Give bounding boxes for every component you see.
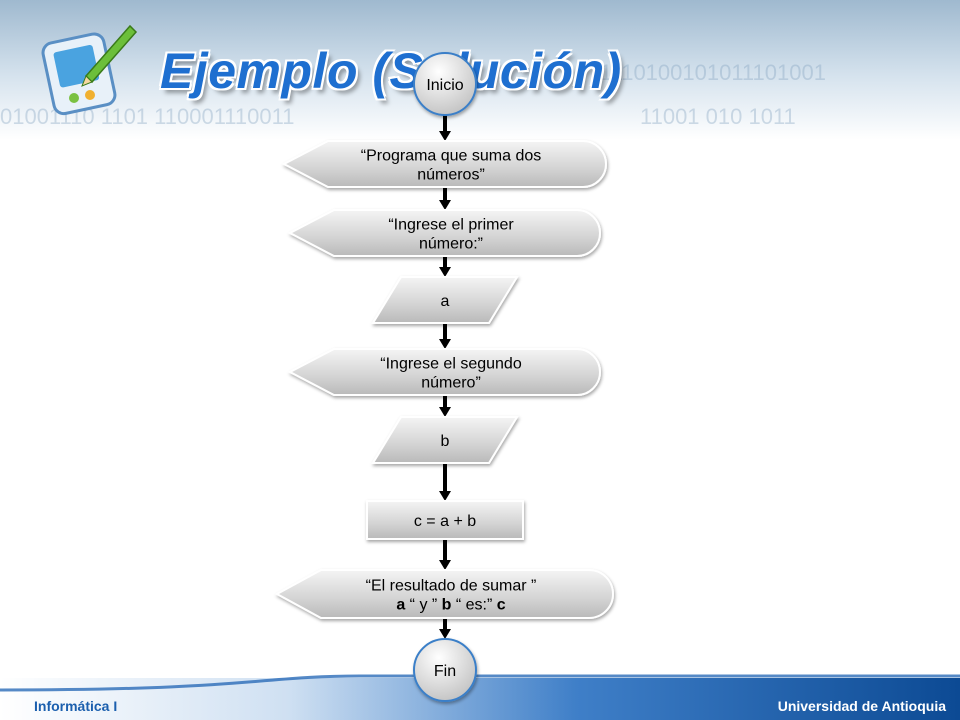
flow-arrow [439,256,451,277]
svg-text:01001110 1101 110001110011: 01001110 1101 110001110011 [0,104,294,129]
flow-node-input-a: a [371,276,519,324]
flow-arrow [439,115,451,141]
flow-shape-display [281,140,607,188]
flow-shape-parallelogram [371,416,519,464]
flow-node-text: c = a + b [414,513,476,530]
flow-arrow [439,539,451,570]
flow-arrow [439,323,451,349]
footer-swoosh [0,674,960,692]
flow-node-text: Inicio [426,77,463,94]
flow-shape-terminal [413,52,477,116]
svg-text:1110100101011101001: 1110100101011101001 [600,60,826,85]
flow-node-text: a “ y ” b “ es:” c [396,597,505,614]
flow-arrow [439,463,451,501]
flow-shape-terminal [413,638,477,702]
flow-shape-process [366,500,524,540]
flow-shape-display [274,569,614,619]
flow-node-display2: “Ingrese el primer número:” [287,209,601,257]
flow-shape-display [287,209,601,257]
flow-node-text: número:” [419,236,483,253]
flow-node-text: “Ingrese el segundo [380,356,522,373]
slide-title: Ejemplo (Solución) [160,43,622,99]
flow-node-text: b [441,433,450,450]
flow-arrow [439,187,451,210]
footer-band [0,678,960,720]
flow-node-display1: “Programa que suma dos números” [281,140,607,188]
flow-node-process: c = a + b [366,500,524,540]
header-band [0,0,960,140]
flow-node-text: Fin [434,663,456,680]
binary-decoration: 01001110 1101 110001110011 1110100101011… [0,60,826,129]
flow-node-input-b: b [371,416,519,464]
flow-shape-parallelogram [371,276,519,324]
flow-arrow [439,395,451,417]
flow-arrow [439,618,451,639]
flow-node-fin: Fin [413,638,477,702]
flow-shape-display [287,348,601,396]
flow-node-text: número” [421,375,481,392]
footer-course: Informática I [34,698,118,714]
flow-node-inicio: Inicio [413,52,477,116]
flow-node-text: “Programa que suma dos [361,148,542,165]
flow-node-text: “Ingrese el primer [388,217,514,234]
flow-node-display4: “El resultado de sumar ” a “ y ” b “ es:”… [274,569,614,619]
flow-node-text: a [441,293,450,310]
flow-node-display3: “Ingrese el segundo número” [287,348,601,396]
svg-text:11001 010 1011: 11001 010 1011 [640,104,796,129]
flow-node-text: números” [417,167,485,184]
flow-node-text: “El resultado de sumar ” [366,578,537,595]
footer-university: Universidad de Antioquia [777,698,946,714]
pda-pen-icon [41,24,138,116]
